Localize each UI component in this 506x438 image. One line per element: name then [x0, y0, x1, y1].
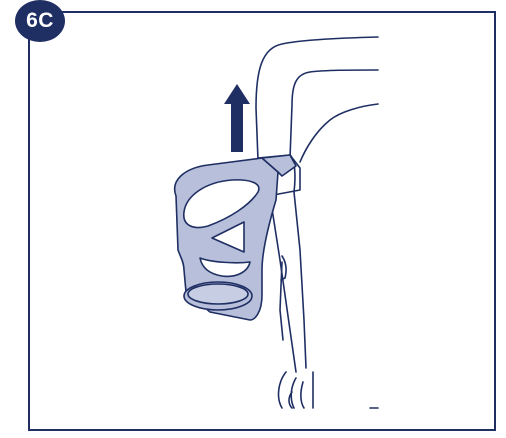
stroller-frame-icon: [255, 36, 379, 409]
step-badge: 6C: [15, 0, 65, 42]
arrow-up-icon: [224, 84, 250, 152]
cup-holder-icon: [173, 154, 297, 321]
